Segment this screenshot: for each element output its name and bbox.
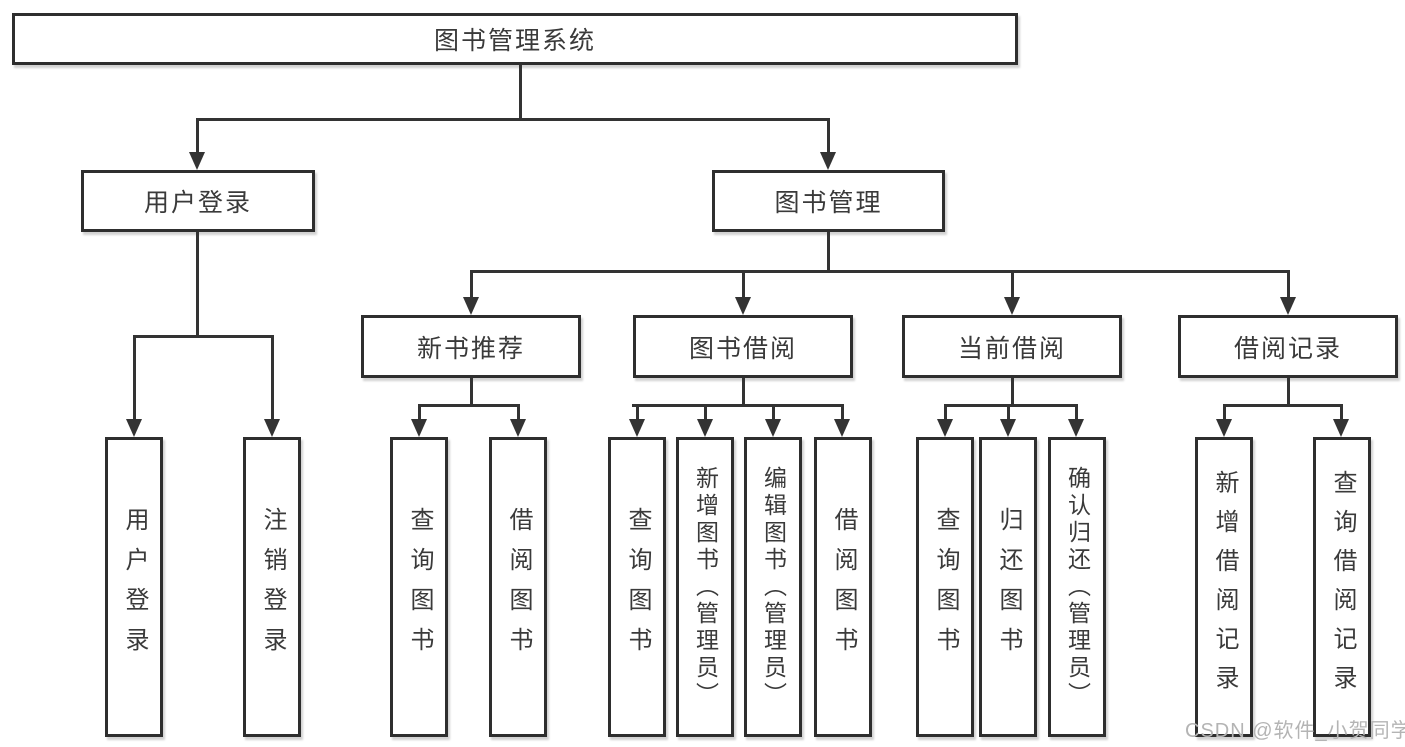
connector-br-child1: [1223, 404, 1226, 421]
leaf-bb-add-books-admin: 新增图书（管理员）: [676, 437, 734, 737]
leaf-logout-login: 注销登录: [243, 437, 301, 737]
arrowhead-cb-child1: [937, 419, 953, 437]
leaf-logout-login-label: 注销登录: [259, 507, 286, 667]
leaf-cb-return-books: 归还图书: [979, 437, 1037, 737]
connector-to-book-borrow: [742, 270, 745, 299]
connector-level3-branch: [470, 270, 1290, 273]
connector-bb-child4: [841, 404, 844, 421]
arrowhead-bb-child1: [629, 419, 645, 437]
leaf-nbr-borrow-books: 借阅图书: [489, 437, 547, 737]
connector-to-book-management: [827, 118, 830, 156]
connector-cb-child2: [1007, 404, 1010, 421]
connector-book-borrow-stem: [742, 378, 745, 407]
arrowhead-book-borrow: [735, 297, 751, 315]
connector-to-user-login: [196, 118, 199, 156]
node-book-management: 图书管理: [712, 170, 945, 232]
arrowhead-leaf-user-login: [126, 419, 142, 437]
node-borrow-records: 借阅记录: [1178, 315, 1398, 378]
leaf-bb-borrow-books: 借阅图书: [814, 437, 872, 737]
connector-borrow-records-branch: [1223, 404, 1343, 407]
csdn-watermark: CSDN @软件_小贺同学: [1185, 720, 1405, 742]
leaf-bb-borrow-books-label: 借阅图书: [830, 507, 857, 667]
leaf-user-login-label: 用户登录: [121, 507, 148, 667]
connector-to-new-book: [470, 270, 473, 299]
connector-nbr-child1: [418, 404, 421, 421]
connector-bb-child3: [772, 404, 775, 421]
leaf-cb-confirm-return-admin-label: 确认归还（管理员）: [1064, 465, 1091, 709]
arrowhead-new-book: [463, 297, 479, 315]
leaf-bb-edit-books-admin-label: 编辑图书（管理员）: [760, 465, 787, 709]
connector-cb-child3: [1075, 404, 1078, 421]
node-book-borrow: 图书借阅: [633, 315, 853, 378]
arrowhead-br-child2: [1333, 419, 1349, 437]
connector-current-borrow-branch: [944, 404, 1078, 407]
connector-bb-child1: [636, 404, 639, 421]
arrowhead-borrow-records: [1280, 297, 1296, 315]
leaf-cb-return-books-label: 归还图书: [995, 507, 1022, 667]
connector-to-borrow-records: [1287, 270, 1290, 299]
arrowhead-nbr-child2: [510, 419, 526, 437]
node-current-borrow: 当前借阅: [902, 315, 1122, 378]
node-book-borrow-label: 图书借阅: [688, 334, 797, 363]
leaf-br-query-record-label: 查询借阅记录: [1329, 470, 1356, 704]
arrowhead-leaf-logout: [264, 419, 280, 437]
connector-borrow-records-stem: [1287, 378, 1290, 407]
leaf-br-add-record: 新增借阅记录: [1195, 437, 1253, 737]
node-new-book-recommend: 新书推荐: [361, 315, 581, 378]
leaf-user-login: 用户登录: [105, 437, 163, 737]
connector-new-book-stem: [470, 378, 473, 407]
arrowhead-cb-child3: [1068, 419, 1084, 437]
connector-to-leaf-logout: [271, 335, 274, 421]
connector-to-leaf-user-login: [133, 335, 136, 421]
connector-bb-child2: [704, 404, 707, 421]
leaf-bb-edit-books-admin: 编辑图书（管理员）: [744, 437, 802, 737]
connector-book-management-stem: [827, 232, 830, 273]
leaf-br-query-record: 查询借阅记录: [1313, 437, 1371, 737]
leaf-nbr-borrow-books-label: 借阅图书: [505, 507, 532, 667]
connector-user-login-branch: [133, 335, 273, 338]
arrowhead-cb-child2: [1000, 419, 1016, 437]
arrowhead-current-borrow: [1004, 297, 1020, 315]
leaf-cb-query-books: 查询图书: [916, 437, 974, 737]
node-root: 图书管理系统: [12, 13, 1018, 65]
connector-nbr-child2: [517, 404, 520, 421]
arrowhead-bb-child3: [765, 419, 781, 437]
leaf-nbr-query-books: 查询图书: [390, 437, 448, 737]
arrowhead-bb-child2: [697, 419, 713, 437]
leaf-cb-confirm-return-admin: 确认归还（管理员）: [1048, 437, 1106, 737]
node-root-label: 图书管理系统: [433, 27, 596, 55]
leaf-nbr-query-books-label: 查询图书: [406, 507, 433, 667]
arrowhead-book-management: [820, 152, 836, 170]
connector-br-child2: [1340, 404, 1343, 421]
node-book-management-label: 图书管理: [774, 189, 883, 217]
connector-level1-branch: [196, 118, 830, 121]
node-new-book-recommend-label: 新书推荐: [416, 334, 525, 363]
arrowhead-user-login: [189, 152, 205, 170]
connector-current-borrow-stem: [1011, 378, 1014, 407]
leaf-cb-query-books-label: 查询图书: [932, 507, 959, 667]
leaf-bb-query-books-label: 查询图书: [624, 507, 651, 667]
arrowhead-bb-child4: [834, 419, 850, 437]
node-user-login-label: 用户登录: [143, 189, 252, 217]
leaf-br-add-record-label: 新增借阅记录: [1211, 470, 1238, 704]
arrowhead-br-child1: [1216, 419, 1232, 437]
node-borrow-records-label: 借阅记录: [1233, 334, 1342, 363]
connector-root-stem: [519, 65, 522, 121]
node-current-borrow-label: 当前借阅: [957, 334, 1066, 363]
connector-book-borrow-branch: [632, 404, 844, 407]
connector-cb-child1: [944, 404, 947, 421]
connector-new-book-branch: [418, 404, 520, 407]
connector-user-login-stem: [196, 232, 199, 338]
connector-to-current-borrow: [1011, 270, 1014, 299]
arrowhead-nbr-child1: [411, 419, 427, 437]
leaf-bb-query-books: 查询图书: [608, 437, 666, 737]
node-user-login: 用户登录: [81, 170, 315, 232]
leaf-bb-add-books-admin-label: 新增图书（管理员）: [692, 465, 719, 709]
